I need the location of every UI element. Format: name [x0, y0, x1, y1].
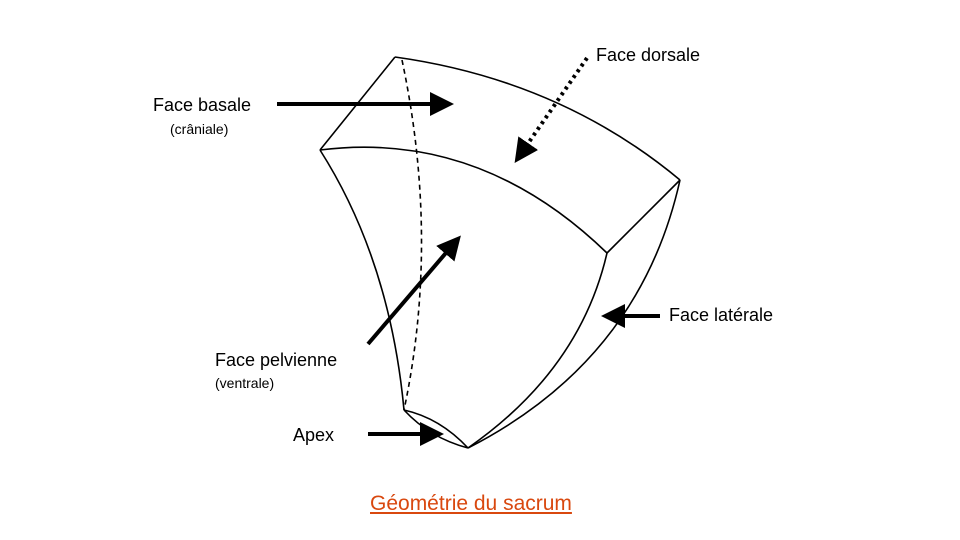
apex-edge-top — [403, 409, 469, 449]
label-face-basale: Face basale — [153, 95, 252, 115]
apex-edge-bottom — [403, 409, 469, 449]
label-face-pelvienne-sub: (ventrale) — [215, 375, 275, 391]
label-face-pelvienne: Face pelvienne — [215, 350, 338, 370]
pelvic-left-edge — [319, 149, 405, 411]
arrow-face-pelvienne — [366, 235, 461, 346]
label-apex: Apex — [293, 425, 335, 445]
diagram-caption: Géométrie du sacrum — [370, 492, 572, 515]
label-face-basale-sub: (crâniale) — [170, 121, 229, 137]
pelvic-right-edge — [467, 252, 608, 449]
sacrum-outline — [319, 56, 681, 449]
arrow-face-dorsale — [514, 56, 589, 163]
dorsal-top-arc — [394, 56, 681, 181]
dorsal-right-edge — [606, 179, 681, 254]
base-lower-arc — [319, 146, 608, 254]
label-face-dorsale: Face dorsale — [596, 45, 701, 65]
lateral-outer-curve — [467, 179, 681, 449]
hidden-dashed-edge — [401, 59, 423, 411]
label-face-laterale: Face latérale — [669, 305, 774, 325]
arrows — [277, 56, 660, 446]
